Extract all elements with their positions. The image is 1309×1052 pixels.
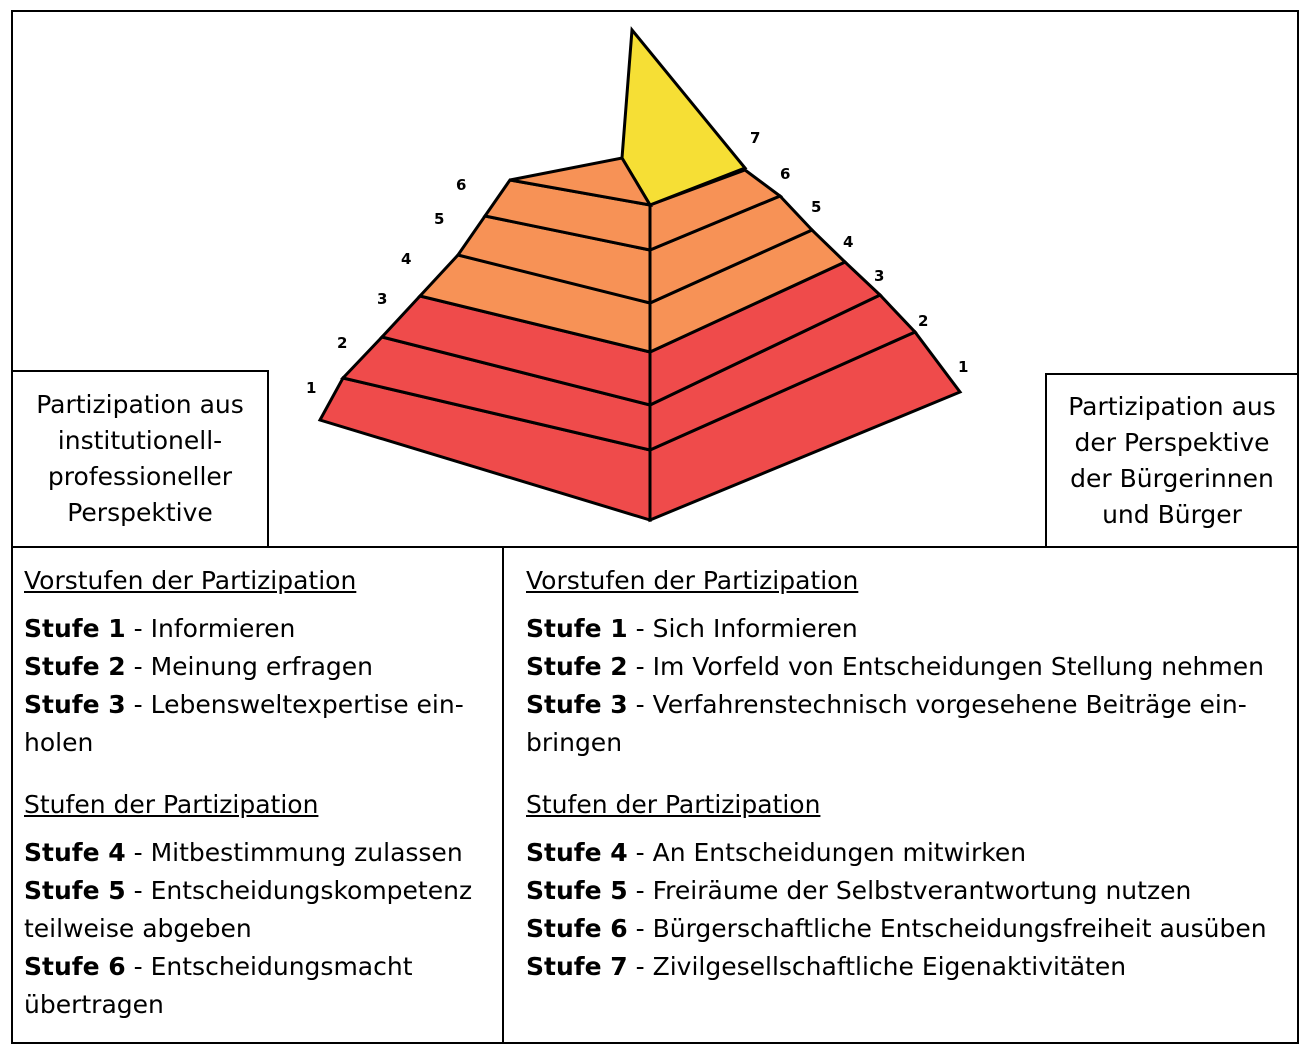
level-label: Stufe 3 [526,690,628,719]
level-item: Stufe 6 - Entscheidungsmacht übertragen [24,948,494,1024]
preliminary-stages-heading: Vorstufen der Partizipation [526,566,859,595]
level-item: Stufe 6 - Bürgerschaftliche Entscheidung… [526,910,1296,948]
level-label: Stufe 3 [24,690,126,719]
left-number-1: 1 [306,379,316,397]
level-text: - Entscheidungsmacht übertragen [24,952,413,1019]
horizontal-divider [11,546,1299,548]
level-item: Stufe 2 - Im Vorfeld von Entscheidungen … [526,648,1296,686]
citizen-levels-column: Vorstufen der Partizipation Stufe 1 - Si… [526,562,1296,986]
left-number-5: 5 [434,210,444,228]
right-number-2: 2 [918,312,928,330]
left-number-6: 6 [456,176,466,194]
level-label: Stufe 1 [526,614,628,643]
level-label: Stufe 6 [526,914,628,943]
left-number-2: 2 [337,334,347,352]
box-line: und Bürger [1102,499,1242,529]
right-number-1: 1 [958,358,968,376]
level-label: Stufe 5 [24,876,126,905]
level-item: Stufe 1 - Informieren [24,610,494,648]
level-item: Stufe 3 - Verfahrenstechnisch vorgesehen… [526,686,1296,762]
institutional-perspective-box: Partizipation aus institutionell- profes… [11,370,269,548]
left-number-3: 3 [377,290,387,308]
level-item: Stufe 5 - Freiräume der Selbstverantwort… [526,872,1296,910]
level-text: - Lebensweltexpertise ein-holen [24,690,464,757]
level-text: - Verfahrenstechnisch vorgesehene Beiträ… [526,690,1247,757]
right-number-5: 5 [811,198,821,216]
preliminary-stages-heading: Vorstufen der Partizipation [24,566,357,595]
participation-stages-heading: Stufen der Partizipation [24,790,319,819]
level-label: Stufe 2 [24,652,126,681]
right-number-4: 4 [843,233,853,251]
level-text: - Meinung erfragen [125,652,374,681]
citizen-perspective-box: Partizipation aus der Perspektive der Bü… [1045,373,1299,548]
level-item: Stufe 3 - Lebensweltexpertise ein-holen [24,686,494,762]
level-label: Stufe 5 [526,876,628,905]
level-label: Stufe 4 [526,838,628,867]
level-item: Stufe 2 - Meinung erfragen [24,648,494,686]
level-text: - Sich Informieren [627,614,858,643]
level-item: Stufe 4 - Mitbestimmung zulassen [24,834,494,872]
participation-pyramid: 1 2 3 4 5 6 1 2 3 4 5 6 7 [306,26,968,523]
level-text: - Im Vorfeld von Entscheidungen Stellung… [627,652,1264,681]
participation-stages-heading: Stufen der Partizipation [526,790,821,819]
vertical-divider [502,546,504,1044]
level-item: Stufe 7 - Zivilgesellschaftliche Eigenak… [526,948,1296,986]
box-line: Perspektive [67,498,213,527]
box-line: der Bürgerinnen [1070,463,1274,493]
level-label: Stufe 1 [24,614,126,643]
level-text: - Zivilgesellschaftliche Eigenaktivitäte… [627,952,1127,981]
level-text: - An Entscheidungen mitwirken [627,838,1027,867]
right-number-6: 6 [780,165,790,183]
box-line: Partizipation aus [1068,391,1276,421]
level-item: Stufe 5 - Entscheidungskompetenz teilwei… [24,872,494,948]
left-number-4: 4 [401,250,411,268]
top-plane [509,156,653,208]
level-label: Stufe 2 [526,652,628,681]
box-line: institutionell- [57,426,223,455]
level-label: Stufe 4 [24,838,126,867]
box-line: professioneller [47,462,233,491]
level-label: Stufe 7 [526,952,628,981]
level-text: - Mitbestimmung zulassen [125,838,463,867]
box-line: der Perspektive [1074,427,1270,457]
level-item: Stufe 1 - Sich Informieren [526,610,1296,648]
institutional-levels-column: Vorstufen der Partizipation Stufe 1 - In… [24,562,494,1024]
box-line: Partizipation aus [36,390,244,419]
level-text: - Informieren [125,614,296,643]
level-text: - Bürgerschaftliche Entscheidungsfreihei… [627,914,1267,943]
right-number-7: 7 [750,129,760,147]
level-item: Stufe 4 - An Entscheidungen mitwirken [526,834,1296,872]
right-number-3: 3 [874,267,884,285]
level-text: - Entscheidungskompetenz teilweise abgeb… [24,876,473,943]
level-label: Stufe 6 [24,952,126,981]
level-text: - Freiräume der Selbstverantwortung nutz… [627,876,1192,905]
